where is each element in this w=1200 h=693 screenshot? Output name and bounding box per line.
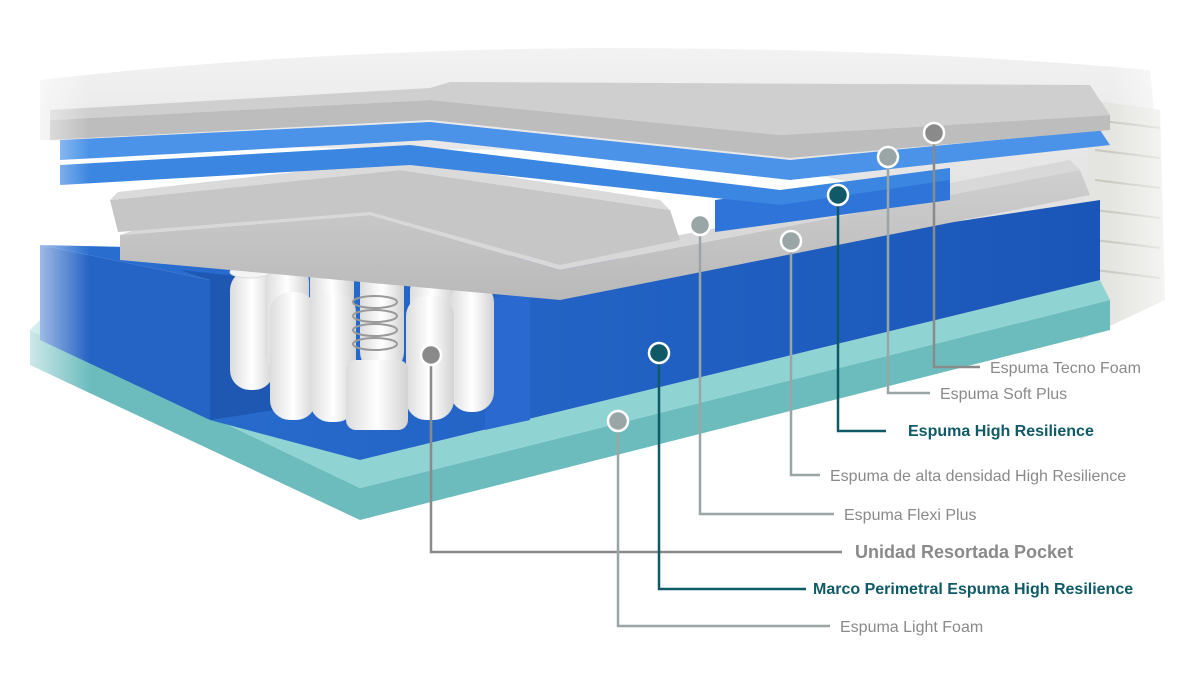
callout-dot [922, 121, 946, 145]
label-light: Espuma Light Foam [840, 619, 983, 636]
callout-pocket: Unidad Resortada Pocket [419, 343, 1073, 562]
label-pocket: Unidad Resortada Pocket [855, 542, 1073, 562]
fade-left [0, 0, 90, 693]
soft-plus-layer [60, 145, 950, 205]
callout-line [789, 241, 820, 477]
label-soft: Espuma Soft Plus [940, 386, 1067, 403]
callout-line [698, 225, 834, 516]
callout-dot [647, 341, 671, 365]
spring-pocket [270, 292, 316, 420]
callout-hr: Espuma High Resilience [826, 183, 1094, 440]
callout-dot [419, 343, 443, 367]
exposed-coil [352, 295, 398, 351]
callout-line [616, 421, 830, 628]
callout-dot [779, 229, 803, 253]
callout-line [886, 157, 930, 395]
callout-dot [876, 145, 900, 169]
callout-alta: Espuma de alta densidad High Resilience [779, 229, 1126, 485]
label-alta: Espuma de alta densidad High Resilience [830, 468, 1126, 485]
callout-line [932, 133, 980, 369]
callout-tecno: Espuma Tecno Foam [922, 121, 1141, 377]
callout-dot [606, 409, 630, 433]
tecno-foam-top [50, 82, 1110, 135]
label-hr: Espuma High Resilience [908, 423, 1094, 440]
flexi-plus-layer [110, 170, 680, 265]
callout-light: Espuma Light Foam [606, 409, 983, 636]
callout-dot [688, 213, 712, 237]
cavity-right-wall [485, 290, 530, 430]
callout-line [657, 353, 806, 591]
pocket-springs [229, 253, 494, 430]
label-flexi: Espuma Flexi Plus [844, 507, 977, 524]
spring-pocket [450, 282, 494, 412]
callout-marco: Marco Perimetral Espuma High Resilience [647, 341, 1133, 598]
light-foam-layer [30, 300, 1110, 520]
soft-plus-layer-top [60, 122, 1110, 180]
label-tecno: Espuma Tecno Foam [990, 360, 1141, 377]
callout-flexi: Espuma Flexi Plus [688, 213, 977, 524]
spring-pocket [346, 360, 408, 430]
label-marco: Marco Perimetral Espuma High Resilience [813, 581, 1133, 598]
fade-right [1110, 0, 1200, 693]
callout-dot [826, 183, 850, 207]
high-density-layer [120, 170, 1090, 300]
callout-soft: Espuma Soft Plus [876, 145, 1067, 403]
callout-line [429, 355, 842, 554]
spring-pocket [360, 262, 404, 372]
callout-line [836, 195, 886, 433]
spring-pocket [230, 270, 274, 390]
flexi-plus-layer-top [110, 160, 670, 210]
spring-pocket [310, 292, 356, 422]
tecno-foam-layer [50, 100, 1110, 158]
